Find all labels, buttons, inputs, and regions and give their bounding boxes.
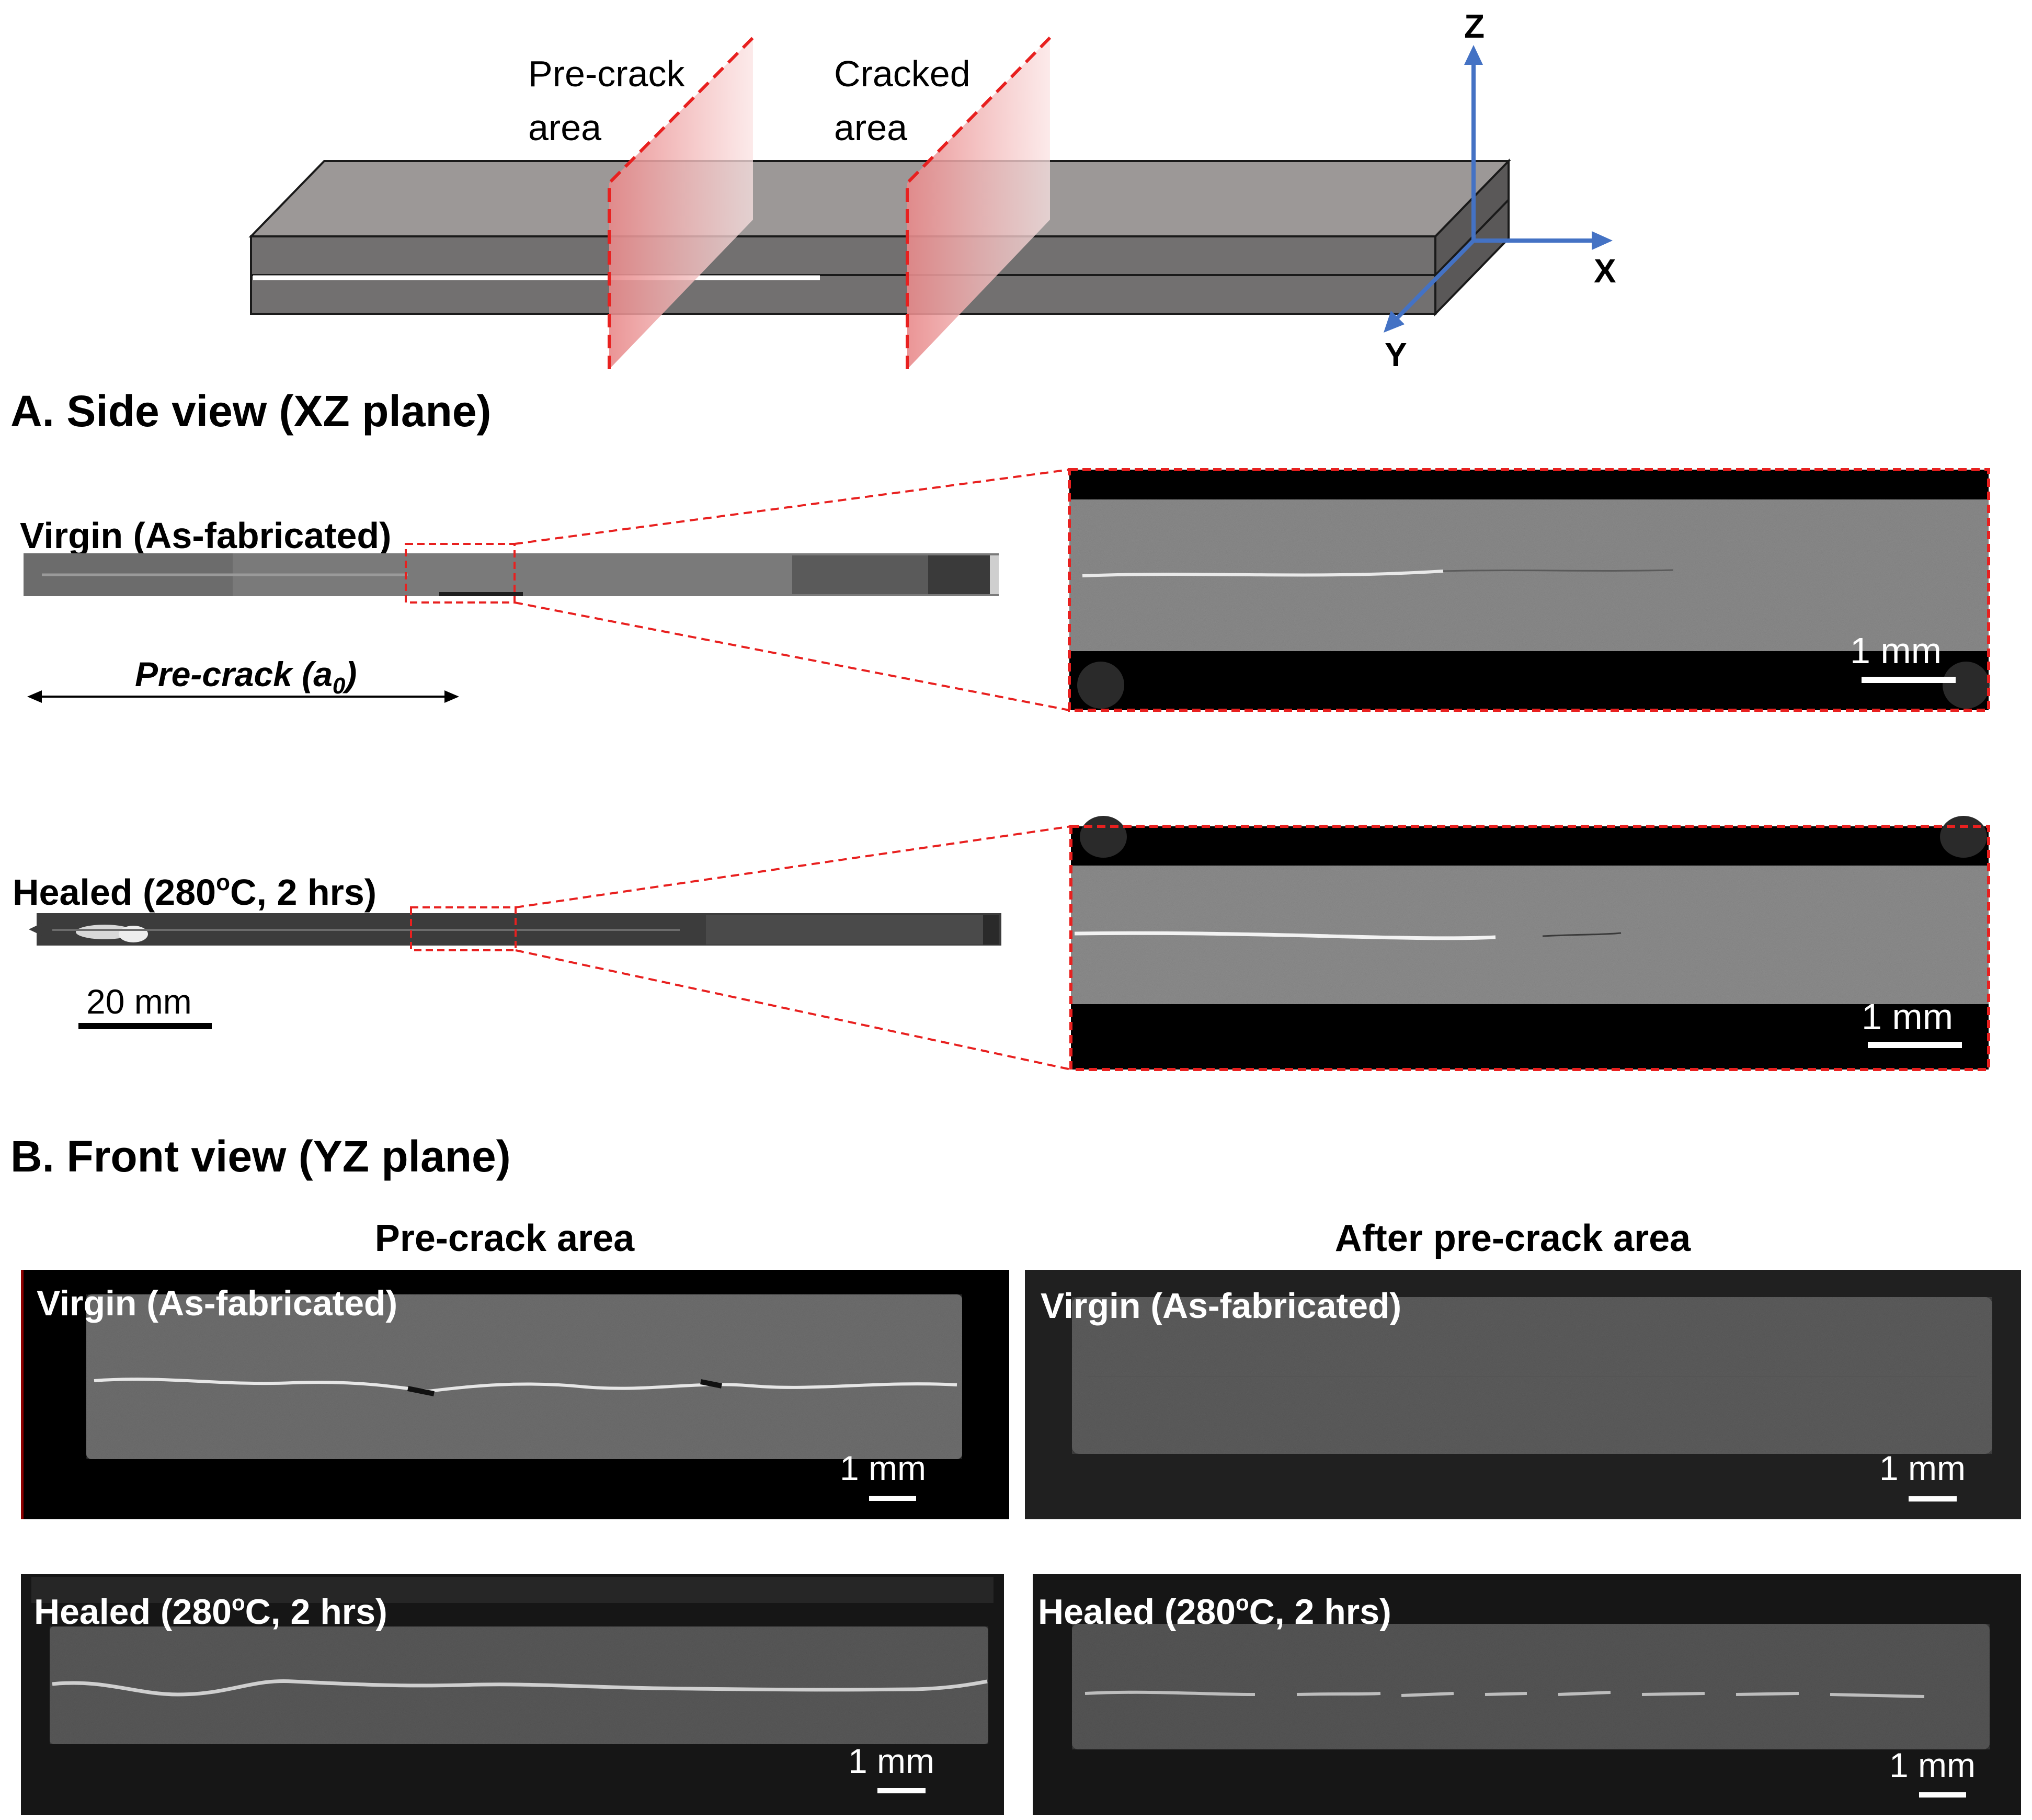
- front-br-scale-text: 1 mm: [1889, 1746, 1976, 1784]
- side-view-healed-strip: [29, 913, 1001, 946]
- side-view-virgin-strip: [24, 553, 999, 596]
- front-virgin-precrack-panel: [21, 1270, 1009, 1519]
- front-br-label: Healed (280oC, 2 hrs): [1038, 1590, 1391, 1632]
- front-tr-label: Virgin (As-fabricated): [1041, 1286, 1401, 1326]
- front-tr-scale-text: 1 mm: [1879, 1449, 1966, 1487]
- precrack-label: Pre-crack (a0): [135, 655, 357, 699]
- axis-y-label: Y: [1385, 336, 1407, 373]
- precrack-plane: [608, 36, 755, 369]
- specimen-schematic: [248, 158, 1511, 316]
- front-bl-scale-text: 1 mm: [848, 1742, 934, 1780]
- axis-x-label: X: [1594, 252, 1616, 290]
- precrack-plane-label-2: area: [528, 107, 601, 148]
- cracked-plane-label-2: area: [834, 107, 907, 148]
- section-b-title: B. Front view (YZ plane): [10, 1132, 511, 1181]
- side-virgin-zoom-box: [405, 543, 516, 604]
- axis-z-label: Z: [1464, 7, 1485, 45]
- side-healed-label: Healed (280oC, 2 hrs): [13, 870, 376, 913]
- zoom-healed-xz-panel: [1069, 816, 1990, 1071]
- zoom-virgin-xz-panel: [1068, 468, 1990, 712]
- side-virgin-label: Virgin (As-fabricated): [20, 515, 392, 556]
- front-tl-label: Virgin (As-fabricated): [37, 1283, 397, 1323]
- front-healed-precrack-panel: [21, 1574, 1004, 1815]
- front-tl-scale-text: 1 mm: [840, 1449, 926, 1487]
- coordinate-axes: [1384, 45, 1613, 333]
- side-scale-20mm-text: 20 mm: [86, 982, 192, 1021]
- precrack-length-arrow: [27, 690, 459, 703]
- zoom-virgin-scale-text: 1 mm: [1850, 630, 1942, 671]
- precrack-plane-label-1: Pre-crack: [528, 53, 685, 94]
- front-virgin-after-precrack-panel: [1025, 1270, 2021, 1519]
- col-header-precrack: Pre-crack area: [375, 1218, 635, 1259]
- side-healed-zoom-box: [410, 906, 517, 951]
- specimen-top-face: [248, 160, 1511, 237]
- front-bl-label: Healed (280oC, 2 hrs): [34, 1590, 387, 1632]
- col-header-after-precrack: After pre-crack area: [1335, 1218, 1691, 1259]
- section-a-title: A. Side view (XZ plane): [10, 386, 492, 436]
- cracked-plane: [906, 36, 1052, 369]
- front-healed-after-precrack-panel: [1033, 1574, 2021, 1815]
- zoom-healed-scale-text: 1 mm: [1862, 996, 1953, 1037]
- cracked-plane-label-1: Cracked: [834, 53, 971, 94]
